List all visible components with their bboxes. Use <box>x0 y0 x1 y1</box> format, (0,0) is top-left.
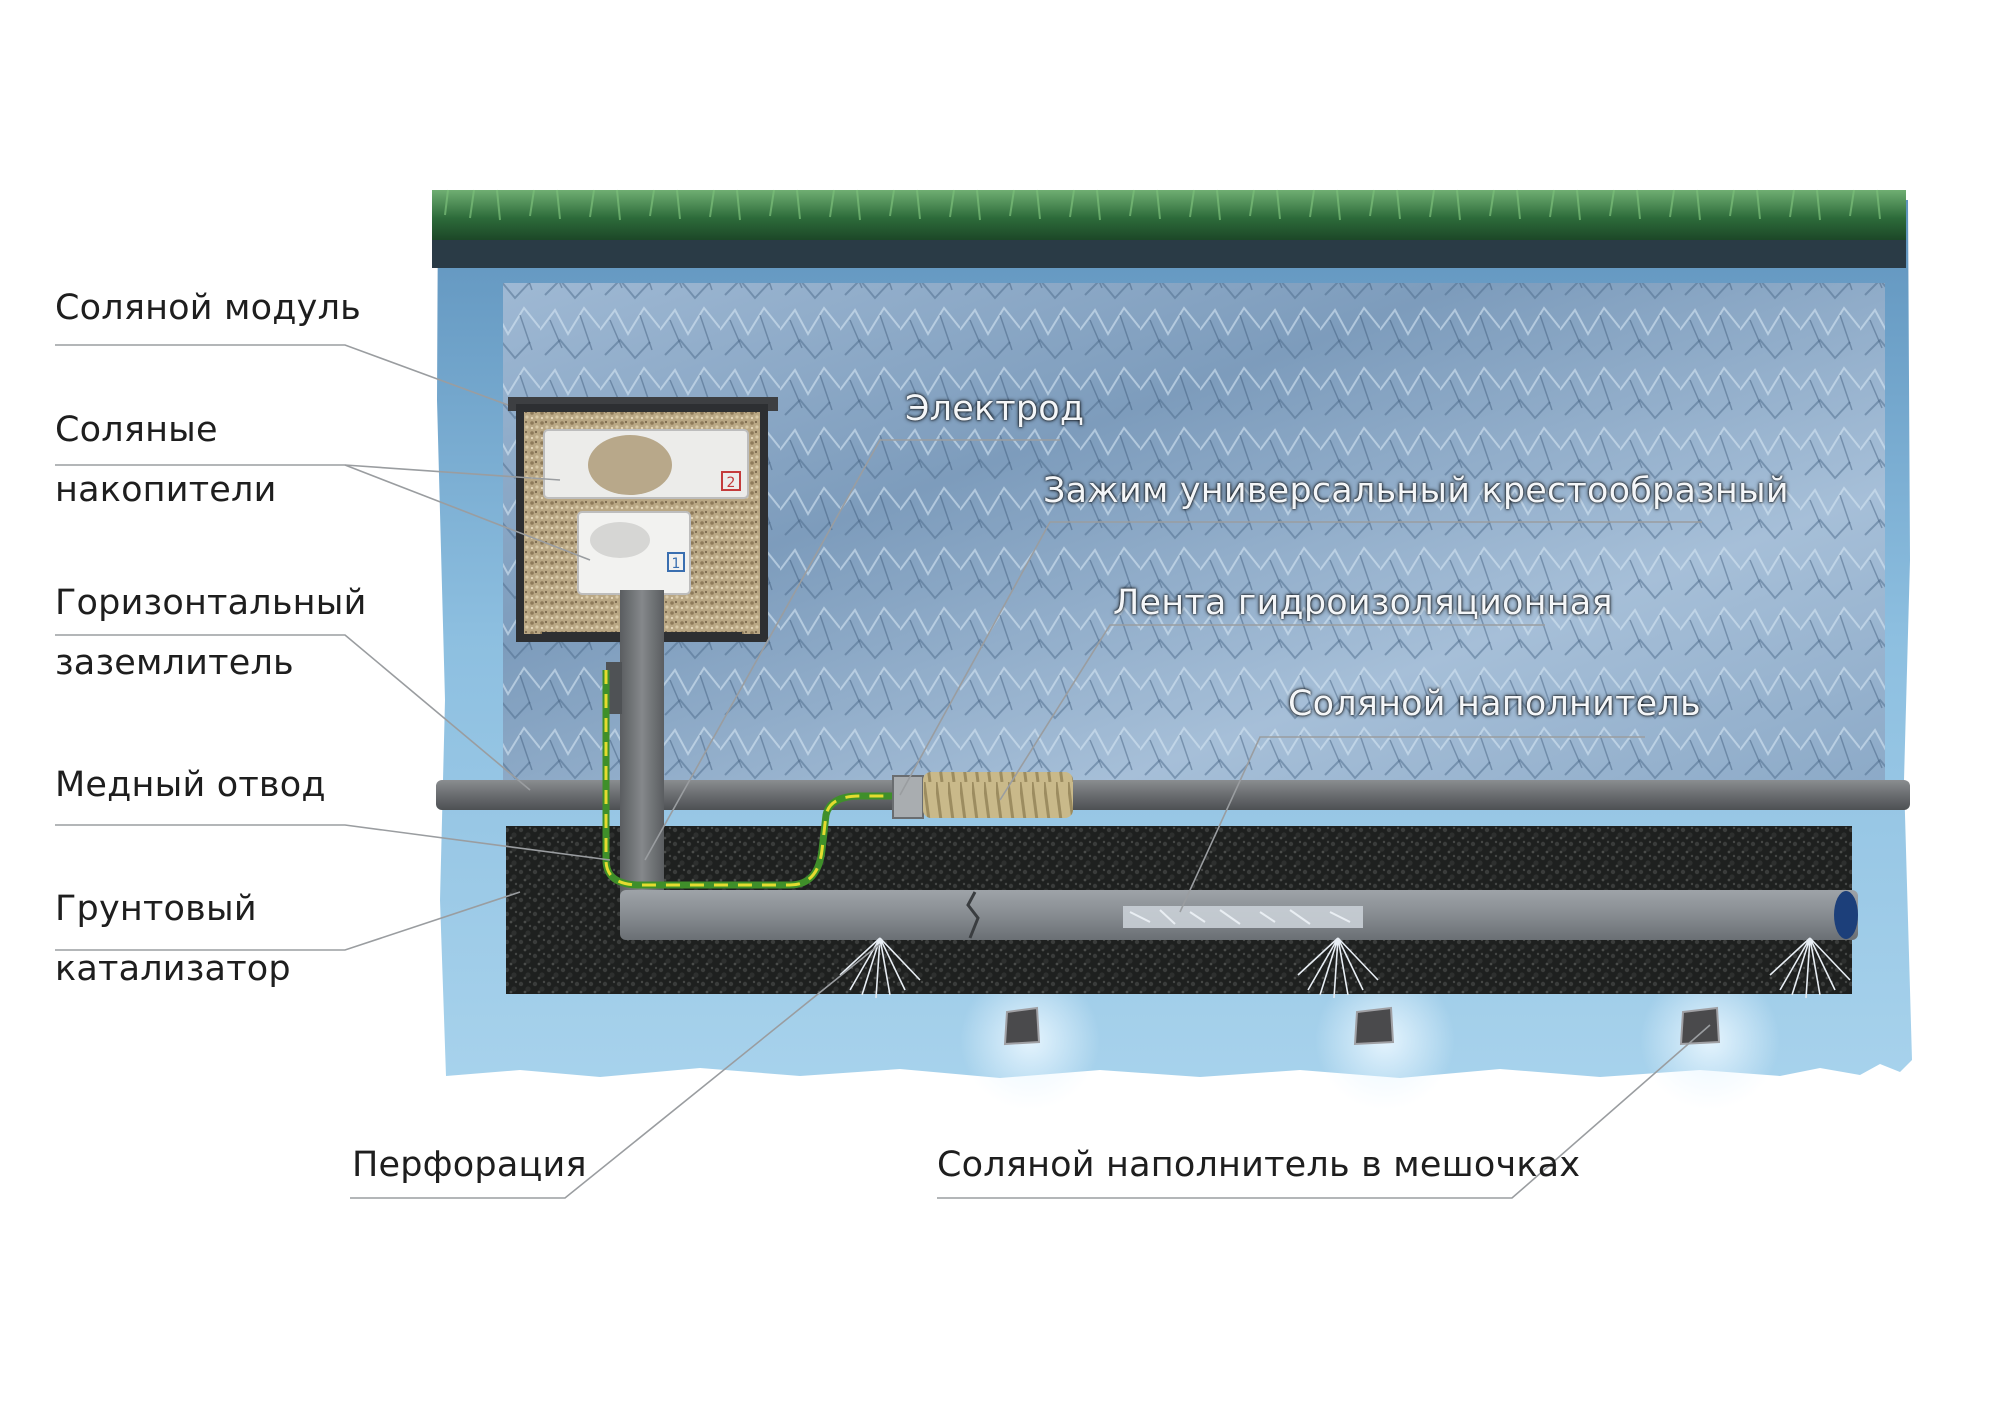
salt-bag <box>1003 1006 1041 1046</box>
label-salt-storage-line2: накопители <box>55 470 277 510</box>
salt-filling <box>588 435 672 495</box>
grass-soil-band <box>432 240 1906 268</box>
waterproof-tape <box>923 772 1073 818</box>
cross-clamp <box>892 775 924 819</box>
grass-blades <box>444 189 1881 221</box>
storage-number-2: 2 <box>727 475 736 491</box>
horizontal-grounding-pipe <box>436 780 1910 810</box>
salt-filler-strip <box>1123 906 1363 928</box>
pipe-end-cap <box>1834 891 1858 939</box>
label-salt-storage-line1: Соляные <box>55 410 218 450</box>
salt-filler-texture <box>1129 909 1351 925</box>
label-salt-filler: Соляной наполнитель <box>1288 684 1701 724</box>
salt-bags <box>1003 1006 1721 1046</box>
label-salt-filler-bags: Соляной наполнитель в мешочках <box>937 1145 1581 1185</box>
label-cross-clamp: Зажим универсальный крестообразный <box>1043 471 1789 511</box>
label-electrode: Электрод <box>905 389 1085 429</box>
storage-number-1: 1 <box>672 556 681 572</box>
label-copper-lead: Медный отвод <box>55 765 326 805</box>
salt-filling <box>590 522 650 558</box>
electrode-connector <box>606 662 622 714</box>
label-waterproof-tape: Лента гидроизоляционная <box>1113 583 1613 623</box>
label-ground-catalyst-line2: катализатор <box>55 949 291 989</box>
copper-lead-stripe <box>604 670 900 887</box>
label-horizontal-line1: Горизонтальный <box>55 583 367 623</box>
electrode-vertical <box>620 590 664 920</box>
perforation-sprays <box>839 937 1851 999</box>
label-horizontal-line2: заземлитель <box>55 643 294 683</box>
label-salt-module: Соляной модуль <box>55 288 361 328</box>
salt-bag <box>1353 1006 1395 1046</box>
leader-lines <box>55 344 1711 1199</box>
label-ground-catalyst-line1: Грунтовый <box>55 889 257 929</box>
label-perforation: Перфорация <box>352 1145 587 1185</box>
salt-bag <box>1679 1006 1721 1046</box>
pipe-joint <box>966 891 980 939</box>
